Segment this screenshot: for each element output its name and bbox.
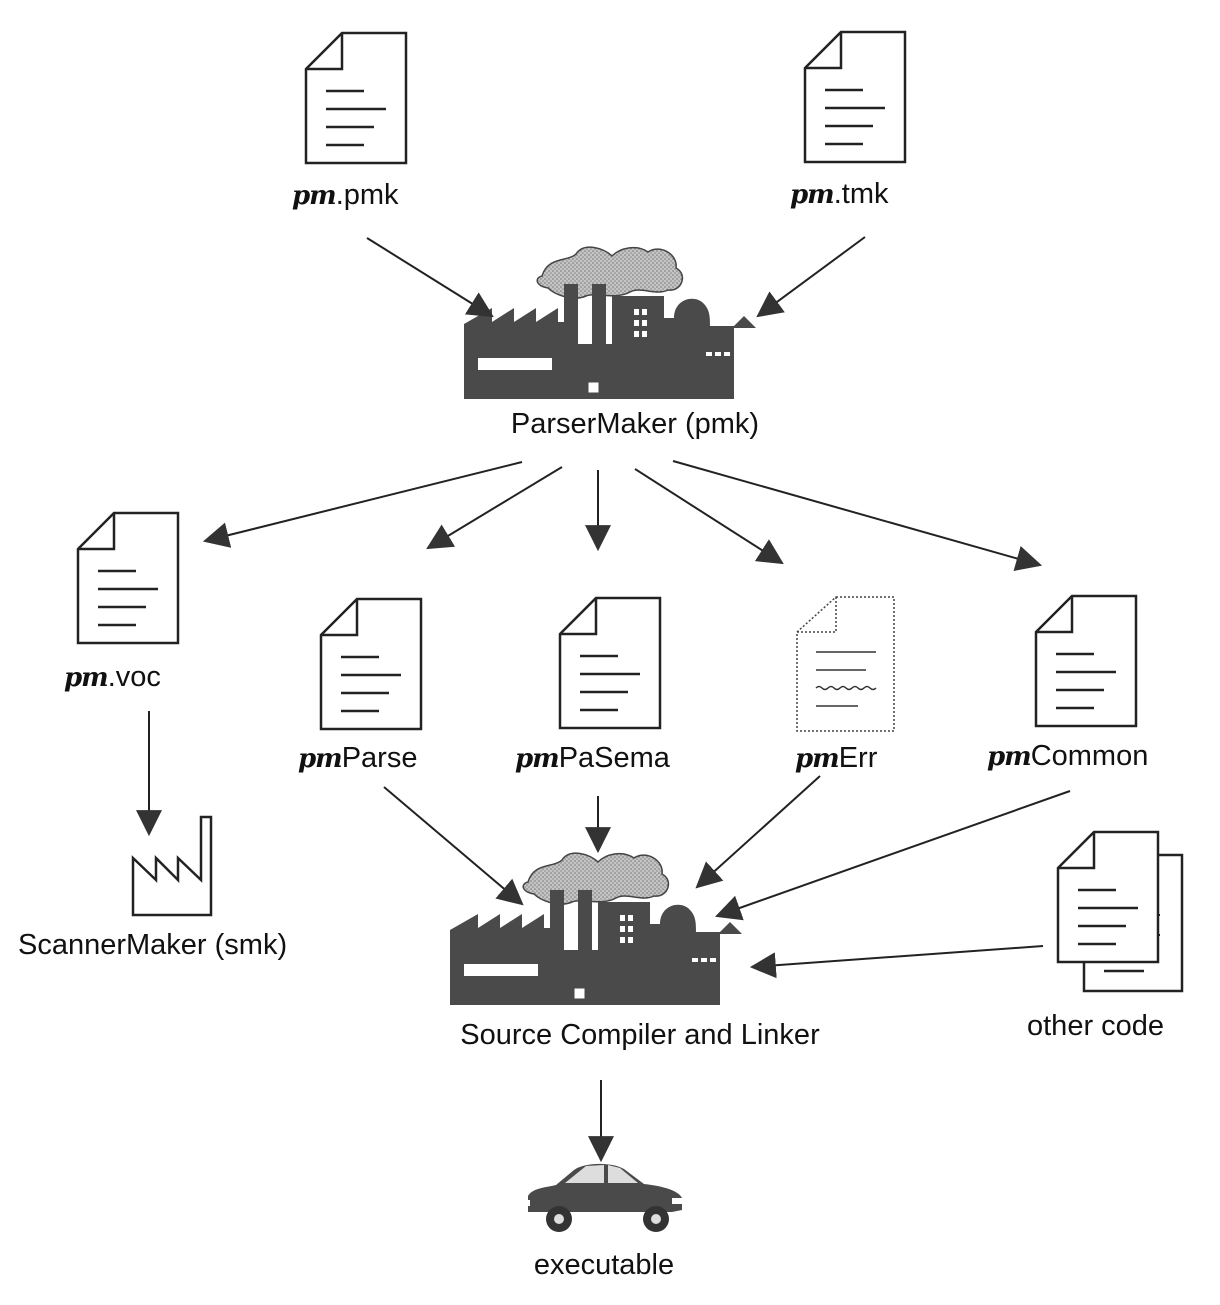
pm-tmk-prefix: pm [790, 180, 835, 210]
pm-voc-label: pm.voc [64, 663, 161, 692]
parser-maker-label: ParserMaker (pmk) [510, 408, 760, 440]
arrow-parsermaker-to-err [634, 468, 784, 565]
executable-label: executable [533, 1249, 675, 1281]
pm-parse-prefix: pm [298, 744, 343, 774]
pm-pmk-label: pm.pmk [292, 181, 399, 210]
arrow-parse-to-compiler [383, 786, 524, 906]
arrow-common-to-compiler [714, 790, 1071, 921]
pm-pasema-prefix: pm [515, 744, 560, 774]
car-icon [524, 1163, 684, 1232]
pm-tmk-document-icon [803, 30, 907, 164]
pm-err-label: pmErr [795, 744, 877, 773]
pm-tmk-label: pm.tmk [790, 180, 888, 209]
pm-pasema-suffix: PaSema [558, 742, 670, 774]
arrow-pmk-to-parsermaker [366, 237, 494, 318]
scanner-maker-factory-icon [131, 815, 213, 917]
pm-err-prefix: pm [795, 744, 840, 774]
other-code-document-icon [1056, 830, 1184, 993]
pm-voc-prefix: pm [64, 663, 109, 693]
pm-common-suffix: Common [1030, 740, 1149, 772]
pm-tmk-suffix: .tmk [833, 178, 889, 210]
arrow-parsermaker-to-voc [202, 461, 523, 548]
arrow-othercode-to-compiler [749, 945, 1044, 979]
pm-pmk-prefix: pm [292, 181, 337, 211]
pm-err-document-icon [796, 596, 895, 732]
pm-common-prefix: pm [987, 742, 1032, 772]
arrows [136, 236, 1071, 1163]
compiler-factory-icon [449, 852, 743, 1006]
pm-parse-suffix: Parse [341, 742, 418, 774]
pm-parse-label: pmParse [298, 744, 417, 773]
pm-voc-document-icon [76, 511, 180, 645]
pm-pasema-label: pmPaSema [515, 744, 670, 773]
parser-maker-factory-icon [463, 246, 757, 400]
pm-pasema-document-icon [558, 596, 662, 730]
scanner-maker-label: ScannerMaker (smk) [18, 929, 288, 961]
pm-pmk-document-icon [304, 31, 408, 165]
pm-voc-suffix: .voc [107, 661, 161, 693]
pm-common-label: pmCommon [987, 742, 1148, 771]
other-code-label: other code [1027, 1010, 1165, 1042]
arrow-err-to-compiler [695, 775, 821, 889]
pm-common-document-icon [1034, 594, 1138, 728]
arrow-parsermaker-to-parse [426, 466, 563, 550]
arrow-tmk-to-parsermaker [756, 236, 866, 318]
pm-parse-document-icon [319, 597, 423, 731]
pm-err-suffix: Err [838, 742, 878, 774]
compiler-label: Source Compiler and Linker [460, 1019, 820, 1051]
arrow-parsermaker-to-common [672, 460, 1043, 572]
pm-pmk-suffix: .pmk [335, 179, 399, 211]
